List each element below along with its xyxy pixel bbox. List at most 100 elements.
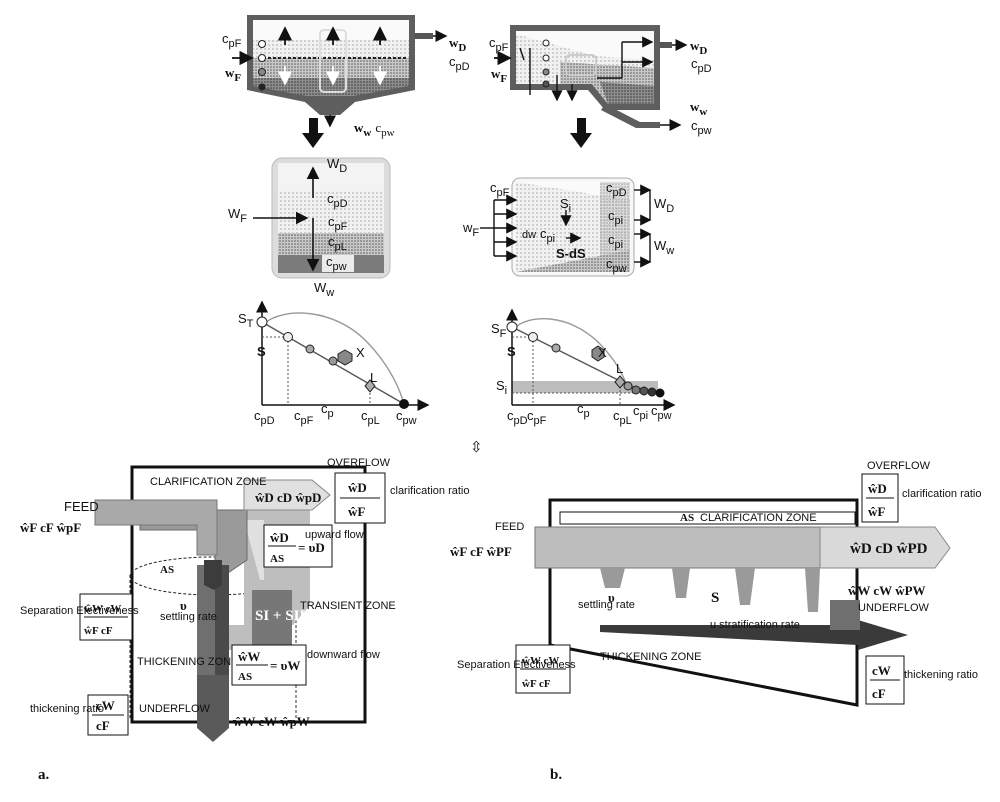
detail-cpd-label: cpD (327, 191, 348, 210)
chart1-x-label: X (356, 345, 365, 360)
svg-text:ŵD: ŵD (348, 480, 367, 495)
detail2-cpi3-label: cpi (608, 232, 623, 251)
a-underflow: UNDERFLOW (139, 703, 211, 715)
chart1-tick-cpl: cpL (361, 408, 380, 427)
detail-wf-label: WF (228, 206, 247, 225)
chart2-sf-label: SF (491, 321, 507, 340)
b-underflow-label: UNDERFLOW (858, 602, 930, 614)
a-transient-zone: TRANSIENT ZONE (300, 600, 396, 612)
a-settling-rate: settling rate (160, 611, 217, 623)
b-overflow-formula: ŵD cD ŵPD (850, 541, 928, 557)
svg-text:ŵW: ŵW (238, 649, 260, 664)
a-caption: a. (38, 767, 50, 783)
chart2-tick-cpl: cpL (613, 408, 632, 427)
svg-text:ŵF: ŵF (868, 504, 885, 519)
chart1-l-label: L (370, 370, 377, 385)
chart2-tick-cp: cp (577, 401, 590, 420)
svg-text:Separation Efectiveness: Separation Efectiveness (20, 605, 139, 617)
detail2-wf-label: wF (462, 220, 479, 239)
svg-text:cF: cF (96, 718, 110, 733)
svg-text:ŵF cF: ŵF cF (522, 678, 551, 690)
svg-text:cW: cW (96, 698, 115, 713)
detail2-cpi1-label: cpi (608, 208, 623, 227)
detail2-wd-label: WD (654, 196, 674, 215)
top-right-wd-label: wD (690, 38, 707, 57)
svg-text:thickening ratio: thickening ratio (30, 703, 104, 715)
detail2-dw-label: dw (522, 229, 536, 241)
top-left-cpf-label: c (222, 31, 229, 46)
svg-text:Separation Efectiveness: Separation Efectiveness (457, 659, 576, 671)
b-feed-label: FEED (495, 521, 524, 533)
svg-text:cpF: cpF (222, 31, 242, 50)
top-right-cpw-label: cpw (691, 118, 712, 137)
a-feed-label: FEED (64, 499, 99, 514)
svg-text:ŵF cF: ŵF cF (84, 625, 113, 637)
top-right-cpf-label: cpF (489, 35, 509, 54)
top-right-tank: cpF wF wD cpD ww cpw (489, 25, 712, 148)
chart1-st-label: ST (238, 311, 254, 330)
top-right-ww-label: ww (690, 99, 707, 118)
chart2-tick-cpf: cpF (527, 408, 547, 427)
svg-text:ŵF: ŵF (348, 504, 365, 519)
b-thickening-ratio: cW cF thickening ratio (865, 655, 978, 705)
top-right-wf-label: wF (491, 66, 507, 85)
detail-cpl-label: cpL (328, 234, 347, 253)
chart1-tick-cpd: cpD (254, 408, 275, 427)
a-downward-flow: ŵW AS = υW downward flow (231, 644, 380, 686)
top-right-cpd-label: cpD (691, 56, 712, 75)
b-settling-v: υ (608, 590, 615, 605)
detail-ww-label: Ww (314, 280, 334, 299)
svg-text:cF: cF (872, 686, 886, 701)
b-underflow-formula: ŵW cW ŵPW (848, 583, 926, 598)
b-settling-rate: settling rate (578, 599, 635, 611)
svg-text:thickening ratio: thickening ratio (904, 669, 978, 681)
a-thickening-zone: THICKENING ZONE (137, 656, 238, 668)
detail2-ww-label: Ww (654, 238, 674, 257)
svg-text:ŵD: ŵD (868, 481, 887, 496)
panel-a: CLARIFICATION ZONE FEED ŵF cF ŵpF ŵD cD … (20, 457, 469, 783)
a-overflow-formula: ŵD cD ŵpD (255, 490, 321, 505)
chart2-tick-cpd: cpD (507, 408, 528, 427)
chart2-tick-cpi: cpi (633, 403, 648, 422)
svg-text:clarification ratio: clarification ratio (390, 485, 469, 497)
detail2-cpi2-label: cpi (540, 226, 555, 245)
a-underflow-formula: ŵW cW ŵpW (233, 714, 310, 729)
detail-cpf-label: cpF (328, 214, 348, 233)
b-stratification: u stratification rate (710, 619, 800, 631)
chart1-s-label: S (257, 344, 266, 359)
chart2-x-label: X (598, 345, 607, 360)
b-overflow-label: OVERFLOW (867, 460, 931, 472)
svg-text:cW: cW (872, 663, 891, 678)
a-s-label: SI + SII (255, 608, 305, 624)
svg-text:clarification ratio: clarification ratio (902, 488, 981, 500)
svg-text:upward flow: upward flow (305, 529, 364, 541)
chart2-l-label: L (616, 361, 623, 376)
detail2-cpd-label: cpD (606, 180, 627, 199)
panel-b: OVERFLOW ŵD ŵF clarification ratio AS CL… (450, 460, 981, 783)
svg-text:ŵW cW: ŵW cW (522, 655, 559, 667)
b-clarification-ratio: ŵD ŵF clarification ratio (861, 473, 981, 523)
top-left-wf-label: wF (225, 65, 241, 84)
svg-text:AS: AS (270, 553, 284, 565)
svg-text:AS: AS (238, 671, 252, 683)
top-left-cpd-label: cpD (449, 54, 470, 73)
top-right-detail: cpF cpD Si cpi WD wF dw cpi cpi S-dS Ww … (462, 177, 674, 277)
a-clarification-ratio: ŵD ŵF clarification ratio (334, 472, 469, 524)
svg-text:ŵW cW: ŵW cW (84, 603, 121, 615)
chart2-s-label: S (507, 344, 516, 359)
svg-text:downward flow: downward flow (307, 649, 380, 661)
a-settling-v: υ (180, 598, 187, 613)
b-as-label: AS (680, 512, 694, 524)
a-overflow-label: OVERFLOW (327, 457, 391, 469)
svg-text:= υD: = υD (298, 540, 325, 555)
a-clarification-zone: CLARIFICATION ZONE (150, 476, 267, 488)
b-clarification-zone: CLARIFICATION ZONE (700, 512, 817, 524)
svg-text:ŵD: ŵD (270, 530, 289, 545)
detail-wd-label: WD (327, 156, 347, 175)
chart1-tick-cpf: cpF (294, 408, 314, 427)
swap-symbol: ⇳ (470, 439, 483, 456)
b-s-label: S (711, 590, 719, 606)
